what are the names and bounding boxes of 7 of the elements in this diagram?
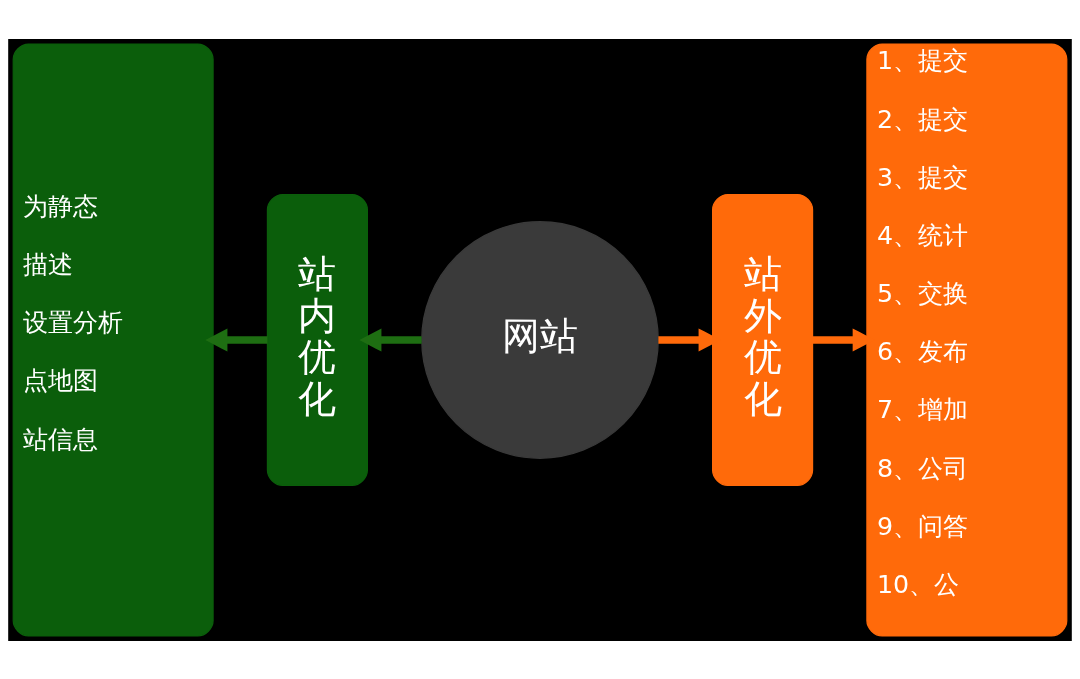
- arrow: [205, 327, 268, 352]
- arrow: [359, 327, 422, 352]
- node-box: 站外优化: [712, 193, 814, 486]
- node-box: 为静态 描述 设置分析 点地图 站信息: [12, 42, 214, 637]
- node-box: 1、提交 2、提交 3、提交 4、统计 5、交换 6、发布 7、增加 8、公司 9、问答 10、公: [866, 42, 1068, 637]
- node-circle: 网站: [421, 220, 659, 459]
- node-box: 站内优化: [266, 193, 368, 486]
